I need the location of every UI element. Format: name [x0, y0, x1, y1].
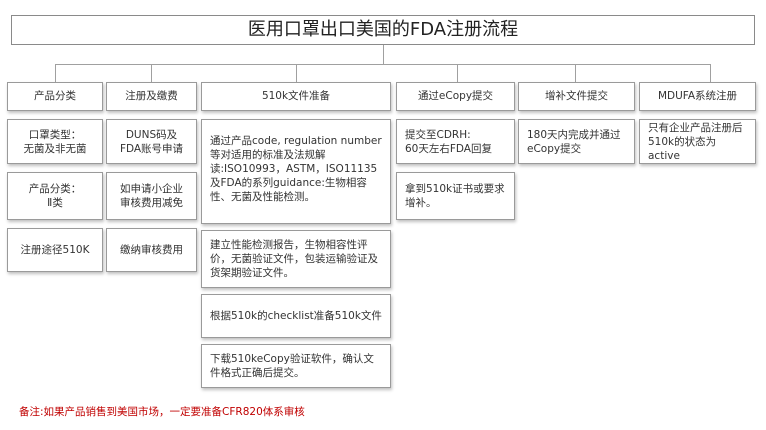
certificate-or-supplement-text: 拿到510k证书或要求增补。 [405, 183, 505, 209]
product-mask-type-text: 口罩类型： 无菌及非无菌 [23, 128, 87, 155]
cdrh-submission-text: 提交至CDRH: 60天左右FDA回复 [405, 128, 492, 155]
registration-route-box: 注册途径510K [7, 228, 103, 272]
test-reports-box: 建立性能检测报告，生物相容性评价，无菌验证文件，包装运输验证及货架期验证文件。 [201, 230, 391, 288]
certificate-or-supplement-box: 拿到510k证书或要求增补。 [396, 172, 515, 220]
mdufa-active-status-box: 只有企业产品注册后510k的状态为active [639, 119, 756, 164]
supplement-180-days-box: 180天内完成并通过eCopy提交 [518, 119, 635, 164]
pay-review-fee-box: 缴纳审核费用 [106, 228, 197, 272]
header-supplement-submission: 增补文件提交 [518, 82, 635, 111]
duns-fda-account-text: DUNS码及 FDA账号申请 [119, 128, 184, 155]
header-product-classification: 产品分类 [7, 82, 103, 111]
footnote: 备注:如果产品销售到美国市场，一定要准备CFR820体系审核 [19, 406, 305, 418]
connector-stem-6 [710, 64, 711, 82]
standards-interpretation-text: 通过产品code, regulation number等对适用的标准及法规解读:… [210, 135, 382, 203]
connector-horizontal-bar [55, 64, 711, 65]
connector-stem-4 [457, 64, 458, 82]
small-business-fee-text: 如申请小企业 审核费用减免 [120, 183, 183, 209]
header-510k-preparation: 510k文件准备 [201, 82, 391, 111]
product-mask-type-box: 口罩类型： 无菌及非无菌 [7, 119, 103, 164]
checklist-prep-box: 根据510k的checklist准备510k文件 [201, 294, 391, 338]
header-registration-fee: 注册及缴费 [106, 82, 197, 111]
cdrh-submission-box: 提交至CDRH: 60天左右FDA回复 [396, 119, 515, 164]
pay-review-fee-text: 缴纳审核费用 [120, 244, 183, 256]
test-reports-text: 建立性能检测报告，生物相容性评价，无菌验证文件，包装运输验证及货架期验证文件。 [210, 239, 378, 279]
small-business-fee-box: 如申请小企业 审核费用减免 [106, 172, 197, 220]
ecopy-software-box: 下载510keCopy验证软件，确认文件格式正确后提交。 [201, 344, 391, 388]
product-class-text: 产品分类： Ⅱ类 [28, 183, 82, 209]
duns-fda-account-box: DUNS码及 FDA账号申请 [106, 119, 197, 164]
mdufa-active-status-text: 只有企业产品注册后510k的状态为active [648, 121, 743, 162]
registration-route-text: 注册途径510K [20, 244, 90, 256]
connector-stem-2 [151, 64, 152, 82]
product-class-box: 产品分类： Ⅱ类 [7, 172, 103, 220]
connector-title-stem [383, 45, 384, 64]
supplement-180-days-text: 180天内完成并通过eCopy提交 [527, 128, 621, 155]
ecopy-software-text: 下载510keCopy验证软件，确认文件格式正确后提交。 [210, 353, 374, 379]
checklist-prep-text: 根据510k的checklist准备510k文件 [210, 310, 382, 322]
header-ecopy-submission: 通过eCopy提交 [396, 82, 515, 111]
connector-stem-5 [575, 64, 576, 82]
connector-stem-3 [296, 64, 297, 82]
standards-interpretation-box: 通过产品code, regulation number等对适用的标准及法规解读:… [201, 119, 391, 224]
connector-stem-1 [55, 64, 56, 82]
header-mdufa-registration: MDUFA系统注册 [639, 82, 756, 111]
diagram-title: 医用口罩出口美国的FDA注册流程 [11, 15, 755, 45]
